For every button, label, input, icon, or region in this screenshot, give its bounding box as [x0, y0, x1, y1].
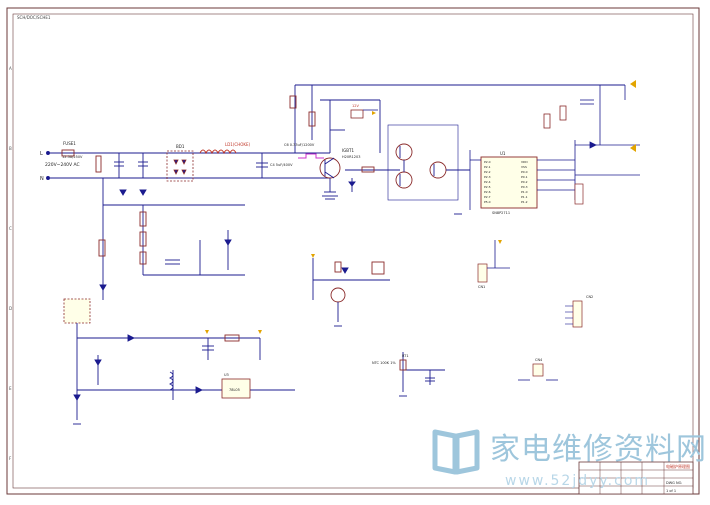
sheet-border [6, 7, 700, 495]
igbt-label: IGBT1 [342, 148, 354, 153]
lv-supply [98, 178, 245, 300]
mcu-wiring [469, 85, 640, 210]
mcu-left-pins: P2.0 P2.1 P2.2 P2.3 P2.4 P2.5 P2.6 P2.7 … [484, 160, 491, 204]
fuse-rating: 12.5A/250V [62, 155, 83, 159]
corner-label: SCH/DOC/SCHE1 [17, 15, 51, 20]
mcu-pin: P2.5 [484, 185, 491, 189]
mcu-chip: U1 SN8P2711 [480, 151, 538, 215]
mcu-pin: P2.2 [484, 170, 491, 174]
mcu-pin: P1.0 [521, 190, 528, 194]
watermark-url: www.52jdyy.com [505, 473, 650, 489]
sheet-inner-border [12, 13, 694, 489]
border-letter-d: D [9, 306, 12, 311]
watermark-brand: 家电维修资料网 [490, 432, 707, 467]
fuse-label: FUSE1 [63, 141, 76, 146]
connector-cn1 [477, 240, 510, 283]
regulator-ref: U3 [224, 373, 229, 377]
connector-fan-label: CN1 [478, 285, 485, 289]
fan-driver [312, 258, 390, 322]
igbt-transistor [319, 157, 341, 193]
mcu-pin: P2.4 [484, 180, 491, 184]
connector-cn4 [518, 363, 558, 381]
title-block-drawing-no: DWG NO. [666, 481, 682, 485]
secondary-supply [73, 323, 295, 420]
mcu-pin: P2.0 [484, 160, 491, 164]
title-block-sheet: 1 of 1 [666, 489, 676, 493]
terminal-l-label: L [40, 151, 43, 157]
ground-symbols [73, 195, 462, 425]
border-letter-c: C [9, 226, 12, 231]
mcu-pin: P5.0 [484, 200, 491, 204]
igbt-part-label: H20R1203 [342, 155, 360, 159]
choke-inductor [199, 149, 237, 155]
choke-label: LD1(CHOKE) [225, 142, 251, 147]
mcu-pin: P0.3 [521, 185, 528, 189]
border-letter-e: E [9, 386, 12, 391]
filter-capacitor [256, 153, 268, 178]
mcu-pin: VSS [521, 165, 527, 169]
border-letter-a: A [9, 66, 12, 71]
watermark: 家电维修资料网 www.52jdyy.com [432, 429, 707, 489]
switch-module [63, 298, 91, 324]
voltage-regulator: U3 78L05 [221, 373, 251, 399]
mcu-pin: P2.3 [484, 175, 491, 179]
red-net-marker: 12V [350, 104, 378, 119]
title-block: 电磁炉原理图 DWG NO. 1 of 1 [578, 461, 694, 495]
coil-connector [298, 153, 324, 159]
power-arrows [205, 80, 636, 334]
title-block-title: 电磁炉原理图 [666, 463, 690, 469]
watermark-book-icon [432, 429, 480, 475]
mcu-pin: P2.7 [484, 195, 491, 199]
connector-extra-label: CN4 [535, 358, 543, 362]
border-letter-b: B [9, 146, 12, 151]
regulator-part: 78L05 [229, 388, 240, 392]
ntc-ref: RT1 [402, 354, 409, 358]
bridge-label: BD1 [176, 144, 185, 149]
mcu-pin: P2.6 [484, 190, 491, 194]
mcu-pin: P2.1 [484, 165, 491, 169]
ntc-label: NTC 100K 1% [372, 361, 396, 365]
terminal-n-label: N [40, 176, 44, 182]
coil-cap-label: C4 5uF/400V [270, 163, 293, 167]
mcu-pin: P1.1 [521, 195, 528, 199]
driver-network [345, 166, 400, 192]
mains-input [46, 149, 330, 180]
driver-transistors [387, 124, 470, 201]
mcu-pin: P0.2 [521, 180, 528, 184]
mcu-side-connector [574, 183, 584, 205]
border-letter-f: F [9, 456, 12, 461]
mcu-right-pins: VDD VSS P0.0 P0.1 P0.2 P0.3 P1.0 P1.1 P1… [521, 160, 528, 204]
bridge-rectifier [166, 150, 194, 182]
connector-cn2 [565, 300, 583, 328]
connector-display-label: CN2 [586, 295, 593, 299]
mcu-pin: P0.0 [521, 170, 528, 174]
mcu-pin: VDD [521, 160, 528, 164]
mcu-ref: U1 [500, 151, 506, 156]
mcu-pin: P0.1 [521, 175, 528, 179]
ntc-sensor [399, 352, 445, 392]
mcu-part: SN8P2711 [492, 211, 510, 215]
resonant-network [289, 84, 625, 153]
mains-voltage-label: 220V~240V AC [45, 162, 80, 168]
red-net-label: 12V [352, 104, 359, 108]
border-letters: A B C D E F [9, 66, 12, 461]
resonant-cap-label: C6 0.33uF/1200V [284, 143, 315, 147]
mcu-pin: P1.2 [521, 200, 528, 204]
